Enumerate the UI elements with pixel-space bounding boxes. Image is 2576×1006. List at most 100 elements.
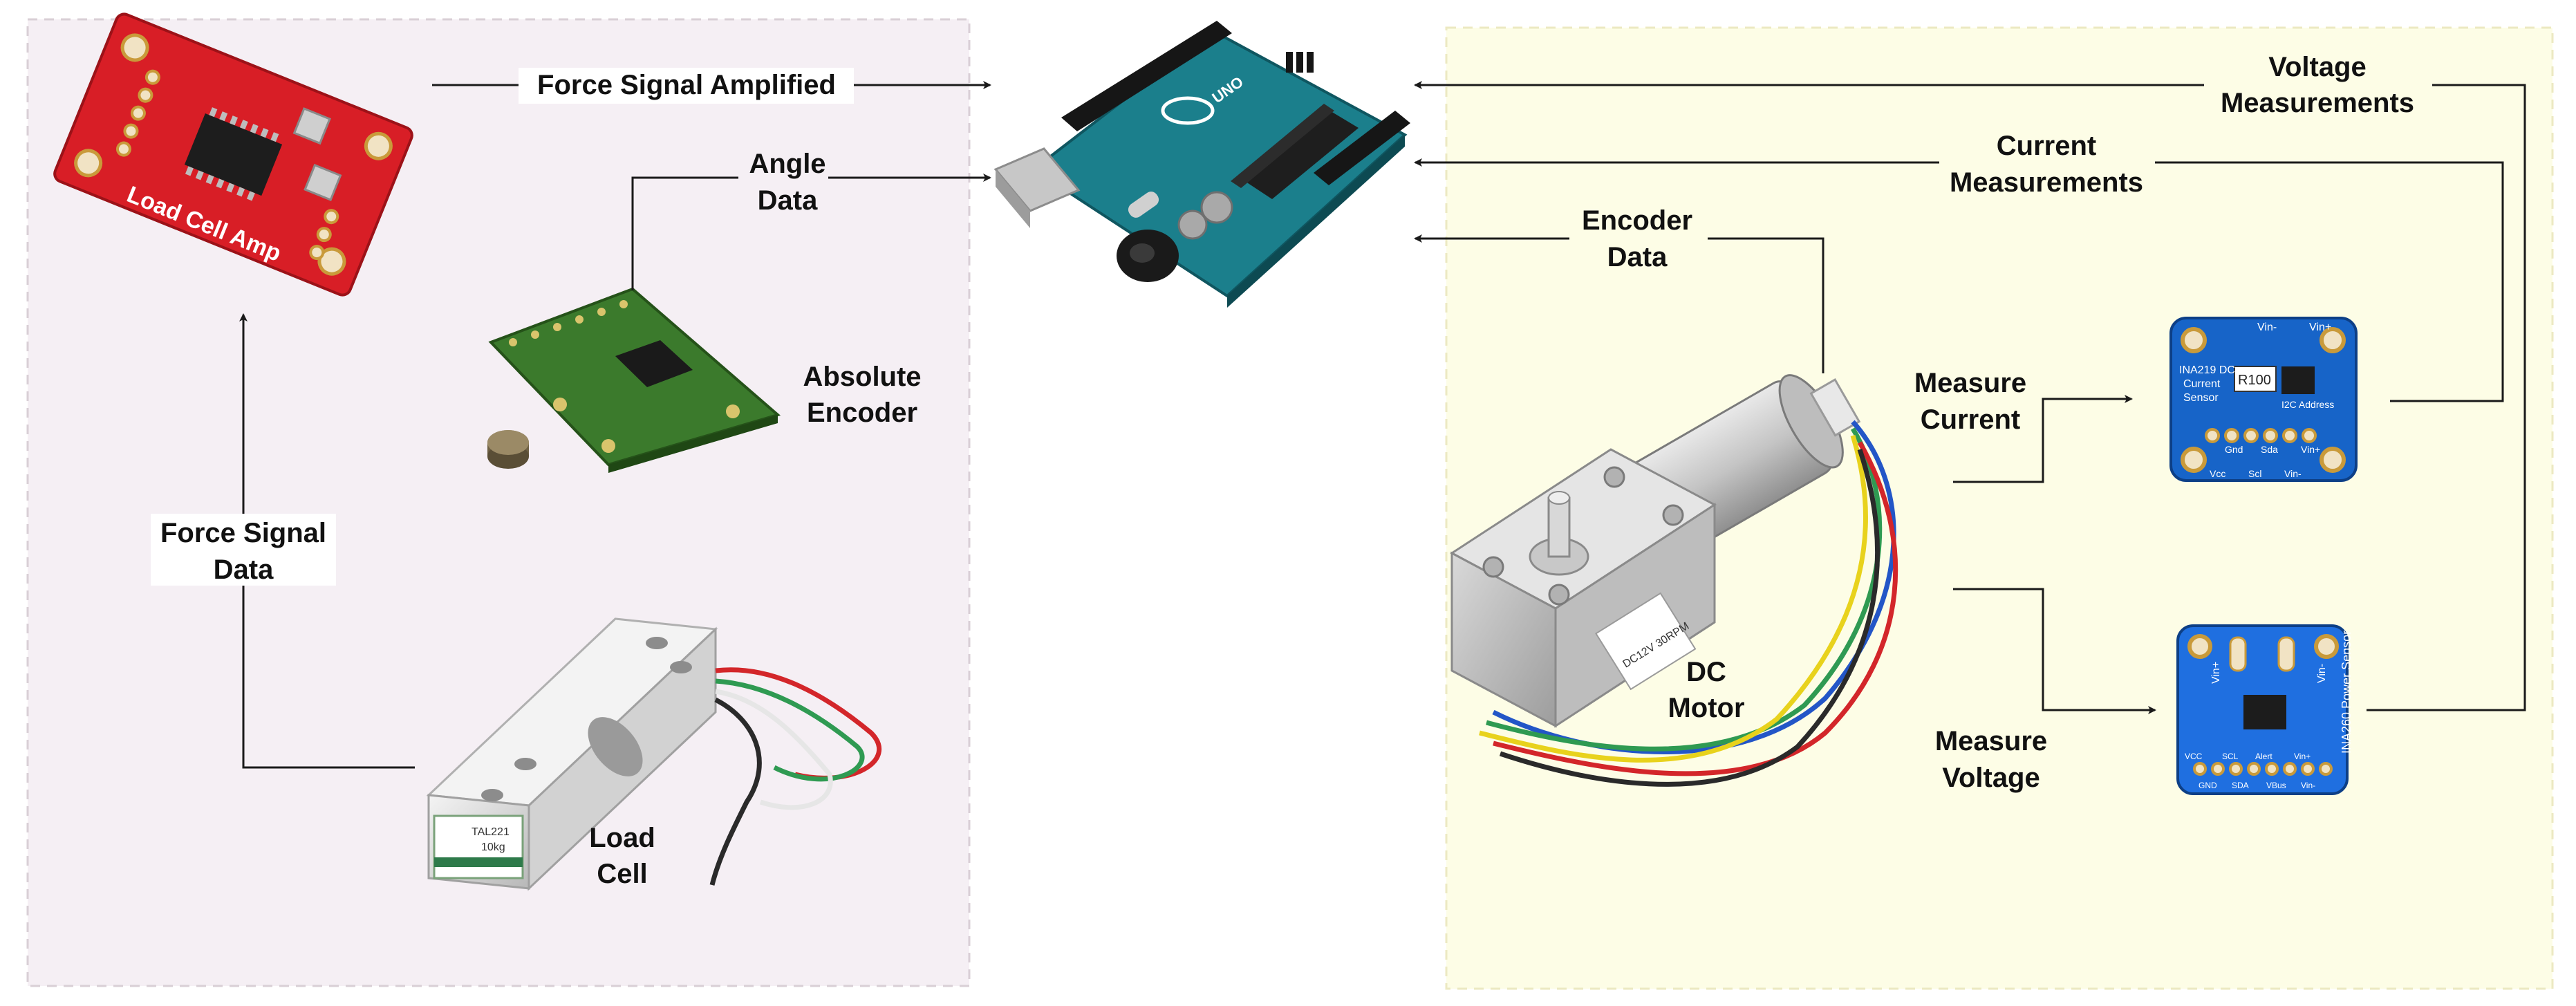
dc-motor: DC12V 30RPM — [1450, 374, 1898, 787]
dc-motor-label-line1: DC — [1686, 657, 1726, 687]
ina260-pin-scl: SCL — [2222, 752, 2239, 761]
component — [304, 163, 342, 201]
measure-current-arrow — [1953, 395, 2133, 483]
motor-wire-black — [1499, 448, 1880, 787]
motor-wire-green — [1486, 427, 1883, 752]
arduino-usb-port — [993, 147, 1081, 212]
angle-data-label-line2: Data — [758, 185, 818, 216]
load-cell-wire-green — [715, 678, 865, 782]
ina260-label-vin-minus: Vin- — [2316, 664, 2328, 683]
arduino-mcu — [1238, 107, 1359, 199]
current-measurements-label-line1: Current — [1997, 131, 2096, 161]
angle-data-arrow — [631, 174, 991, 290]
angle-data-label-line1: Angle — [749, 149, 825, 179]
ina219-pin-sda: Sda — [2261, 444, 2278, 455]
ina219-title-line3: Sensor — [2183, 392, 2219, 404]
ina219-chip — [2281, 366, 2315, 394]
measure-voltage-label-line2: Voltage — [1942, 763, 2040, 793]
voltage-measurements-arrow — [1414, 81, 2526, 711]
ina260-side-label: INA260 Power Sensor — [2340, 631, 2353, 754]
label-bg — [1569, 202, 1708, 275]
ina260-pin-vin-minus: Vin- — [2301, 781, 2315, 790]
measure-voltage-arrow — [1953, 588, 2156, 714]
mount-hole — [120, 33, 149, 62]
encoder-pcb-edge — [608, 415, 778, 473]
load-cell-sticker — [433, 814, 524, 879]
ina260-pin-vcc: VCC — [2185, 752, 2203, 761]
ina260-terminal-plus — [2229, 636, 2247, 672]
arduino-capacitor — [1200, 191, 1233, 224]
ina219-address-label: I2C Address — [2281, 399, 2334, 410]
motor-shaft — [1547, 496, 1571, 558]
force-signal-amplified-label: Force Signal Amplified — [537, 70, 836, 100]
force-signal-data-label-line2: Data — [214, 555, 274, 585]
ina219-pin-gnd: Gnd — [2225, 444, 2243, 455]
ina260-power-sensor-board: Vin+ Vin- INA260 Power Sensor VCC SCL Al… — [2176, 624, 2353, 795]
load-cell-wire-white — [715, 689, 833, 810]
label-bg — [519, 68, 854, 104]
load-cell-screw-hole — [481, 789, 503, 801]
ina260-pin-sda: SDA — [2232, 781, 2249, 790]
ina219-pin-vin-plus: Vin+ — [2301, 444, 2320, 455]
ina260-label-vin-plus: Vin+ — [2210, 662, 2222, 684]
load-cell-sticker-capacity: 10kg — [481, 841, 505, 853]
ina260-pin-gnd: GND — [2199, 781, 2217, 790]
ina219-pin-vin-minus-top: Vin- — [2257, 322, 2277, 333]
ina219-resistor-label: R100 — [2238, 373, 2271, 388]
ina219-title-line2: Current — [2183, 378, 2221, 390]
load-cell-label-line1: Load — [589, 823, 655, 853]
motor-shaft-top — [1548, 491, 1570, 505]
arduino-usb-port-face — [996, 169, 1030, 228]
ina219-pin-vin-plus-top: Vin+ — [2309, 322, 2331, 333]
arduino-pcb-edge — [1227, 135, 1405, 308]
arduino-uno-board: UNO — [993, 21, 1410, 308]
mount-hole — [364, 131, 393, 160]
label-bg — [738, 148, 828, 217]
measure-current-label-line1: Measure — [1914, 368, 2026, 398]
ina260-pin-alert: Alert — [2255, 752, 2272, 761]
load-cell-screw-hole — [646, 637, 668, 649]
encoder-data-label-line2: Data — [1607, 242, 1668, 272]
ina219-current-sensor-board: R100 INA219 DC Current Sensor Vin- Vin+ … — [2169, 317, 2358, 482]
motor-wire-red — [1493, 441, 1898, 776]
force-signal-data-arrow — [239, 313, 415, 769]
voltage-measurements-label-line1: Voltage — [2268, 52, 2367, 82]
load-cell-sticker-brand: HT SENSOR — [438, 868, 494, 879]
ina260-terminal-minus — [2277, 636, 2295, 672]
load-cell-screw-hole — [670, 661, 692, 673]
arduino-power-jack-hole — [1130, 243, 1155, 263]
ina219-pin-vcc: Vcc — [2210, 468, 2225, 479]
component — [292, 107, 331, 145]
arduino-analog-header — [1314, 111, 1410, 185]
ina219-resistor — [2234, 366, 2277, 392]
load-cell-hole — [588, 717, 643, 776]
encoder-data-arrow — [1414, 234, 1824, 373]
measure-current-label-line2: Current — [1921, 404, 2020, 435]
arduino-crystal — [1128, 192, 1159, 218]
arduino-capacitor — [1177, 209, 1208, 240]
encoder-data-label-line1: Encoder — [1582, 205, 1692, 236]
label-bg — [1939, 128, 2155, 201]
voltage-measurements-label-line2: Measurements — [2221, 88, 2414, 118]
absolute-encoder-label-line1: Absolute — [803, 362, 921, 392]
ina219-pin-vin-minus: Vin- — [2284, 468, 2302, 479]
load-cell-label-line2: Cell — [597, 859, 647, 889]
encoder-magnet-top — [487, 430, 529, 455]
ina219-title-line1: INA219 DC — [2179, 364, 2235, 376]
absolute-encoder-label-line2: Encoder — [807, 398, 917, 428]
load-cell-sticker-stripe — [434, 857, 523, 867]
force-signal-data-label-line1: Force Signal — [160, 518, 326, 548]
encoder-chip — [615, 340, 693, 387]
hx711-chip — [184, 113, 283, 196]
measure-voltage-label-line1: Measure — [1935, 726, 2047, 756]
motor-sticker — [1595, 592, 1697, 691]
load-cell-wire-black — [709, 697, 762, 886]
motor-wire-yellow — [1479, 434, 1868, 763]
label-bg — [151, 514, 336, 586]
ina260-pin-vbus: VBus — [2266, 781, 2286, 790]
ina260-chip — [2243, 695, 2286, 729]
load-cell-screw-hole — [514, 758, 536, 770]
ina219-pin-scl: Scl — [2248, 468, 2261, 479]
dc-motor-label-line2: Motor — [1668, 693, 1744, 723]
